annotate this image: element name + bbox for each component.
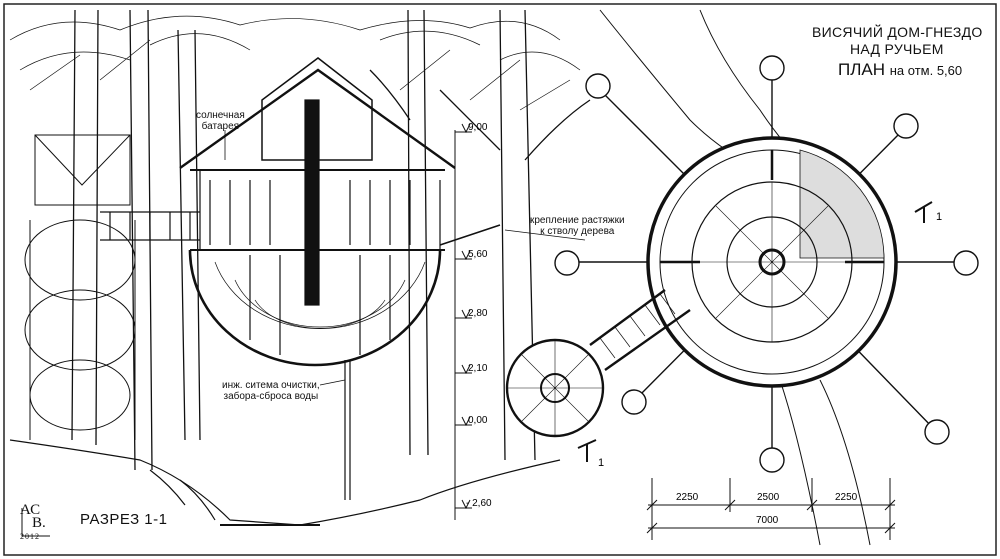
plan-level: на отм. 5,60	[889, 63, 963, 78]
author-year: 2012	[20, 532, 40, 541]
section-mark-label-right: 1	[936, 211, 942, 223]
section-mark-left	[577, 439, 597, 462]
plan-label: ПЛАН	[838, 60, 885, 79]
dimension-left: 2250	[676, 492, 699, 503]
monogram-bottom: В.	[32, 515, 46, 531]
note-cable-anchor: крепление растяжки к стволу дерева	[530, 215, 625, 237]
note-solar-panel: солнечная батарея	[196, 110, 245, 132]
monogram-frame	[21, 508, 50, 537]
anchor-rings	[554, 55, 979, 473]
drawing-title-line1: ВИСЯЧИЙ ДОМ-ГНЕЗДО	[812, 24, 983, 40]
section-drawing	[9, 9, 591, 526]
note-solar-line1: солнечная	[196, 110, 245, 121]
monogram-top: АС	[20, 502, 41, 518]
tree-canopy	[9, 15, 581, 111]
note-anchor-line1: крепление растяжки	[530, 215, 625, 226]
elevation-2-1: 2,10	[468, 363, 488, 374]
section-mark-label-left: 1	[598, 457, 604, 469]
elevation-0: 0,00	[468, 415, 488, 426]
plan-title: ПЛАН на отм. 5,60	[838, 60, 962, 80]
ground	[9, 439, 561, 526]
elevation-5-6: 5,60	[468, 249, 488, 260]
note-anchor-line2: к стволу дерева	[540, 226, 615, 237]
note-eng-line2: забора-сброса воды	[223, 391, 319, 402]
dimension-lines	[646, 478, 896, 540]
bridge	[100, 211, 200, 241]
dimension-right: 2250	[835, 492, 858, 503]
leader-lines	[224, 130, 586, 386]
dimension-total: 7000	[756, 515, 779, 526]
section-title: РАЗРЕЗ 1-1	[80, 511, 168, 528]
elevation-marks	[454, 123, 472, 520]
drawing-title-line2: НАД РУЧЬЕМ	[850, 41, 944, 57]
section-mark-right	[914, 201, 933, 223]
bridge-plan	[589, 289, 691, 371]
spiral-staircase	[24, 134, 136, 440]
dimension-middle: 2500	[757, 492, 780, 503]
author-monogram: АС В. 2012	[20, 502, 46, 543]
note-solar-line2: батарея	[201, 121, 240, 132]
note-engineering-system: инж. ситема очистки, забора-сброса воды	[222, 380, 320, 402]
elevation-minus-2-6: - 2,60	[466, 498, 492, 509]
nest-house	[179, 57, 501, 500]
floor-plan	[505, 9, 979, 546]
elevation-9: 9,00	[468, 122, 488, 133]
elevation-2-8: 2,80	[468, 308, 488, 319]
note-eng-line1: инж. ситема очистки,	[222, 380, 320, 391]
